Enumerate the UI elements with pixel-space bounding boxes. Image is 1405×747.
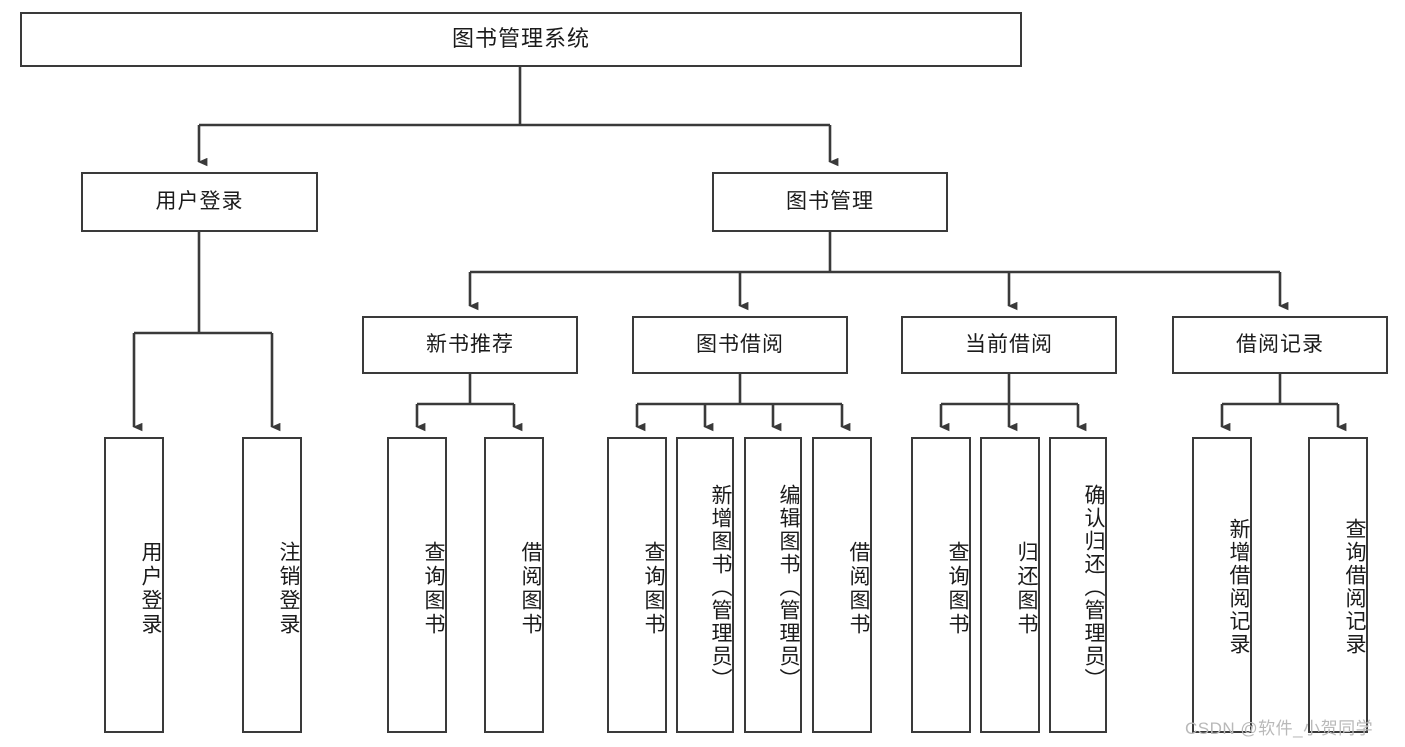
leaf-borrow-edit-book-admin[interactable]: 编辑图书（管理员） <box>744 437 802 733</box>
leaf-current-query-book[interactable]: 查询图书 <box>911 437 971 733</box>
node-borrow-record[interactable]: 借阅记录 <box>1172 316 1388 374</box>
node-book-borrow[interactable]: 图书借阅 <box>632 316 848 374</box>
csdn-watermark: CSDN @软件_小贺同学 <box>1185 719 1374 738</box>
node-current-borrow[interactable]: 当前借阅 <box>901 316 1117 374</box>
leaf-record-query-record[interactable]: 查询借阅记录 <box>1308 437 1368 733</box>
leaf-borrow-borrow-book[interactable]: 借阅图书 <box>812 437 872 733</box>
leaf-current-return-book[interactable]: 归还图书 <box>980 437 1040 733</box>
node-root-library-system[interactable]: 图书管理系统 <box>20 12 1022 67</box>
leaf-user-login-login[interactable]: 用户登录 <box>104 437 164 733</box>
leaf-borrow-add-book-admin[interactable]: 新增图书（管理员） <box>676 437 734 733</box>
leaf-current-confirm-return-admin[interactable]: 确认归还（管理员） <box>1049 437 1107 733</box>
leaf-record-add-record[interactable]: 新增借阅记录 <box>1192 437 1252 733</box>
leaf-new-book-query[interactable]: 查询图书 <box>387 437 447 733</box>
node-new-book-recommend[interactable]: 新书推荐 <box>362 316 578 374</box>
leaf-new-book-borrow[interactable]: 借阅图书 <box>484 437 544 733</box>
leaf-user-login-logout[interactable]: 注销登录 <box>242 437 302 733</box>
node-book-management[interactable]: 图书管理 <box>712 172 948 232</box>
node-user-login[interactable]: 用户登录 <box>81 172 318 232</box>
leaf-borrow-query-book[interactable]: 查询图书 <box>607 437 667 733</box>
